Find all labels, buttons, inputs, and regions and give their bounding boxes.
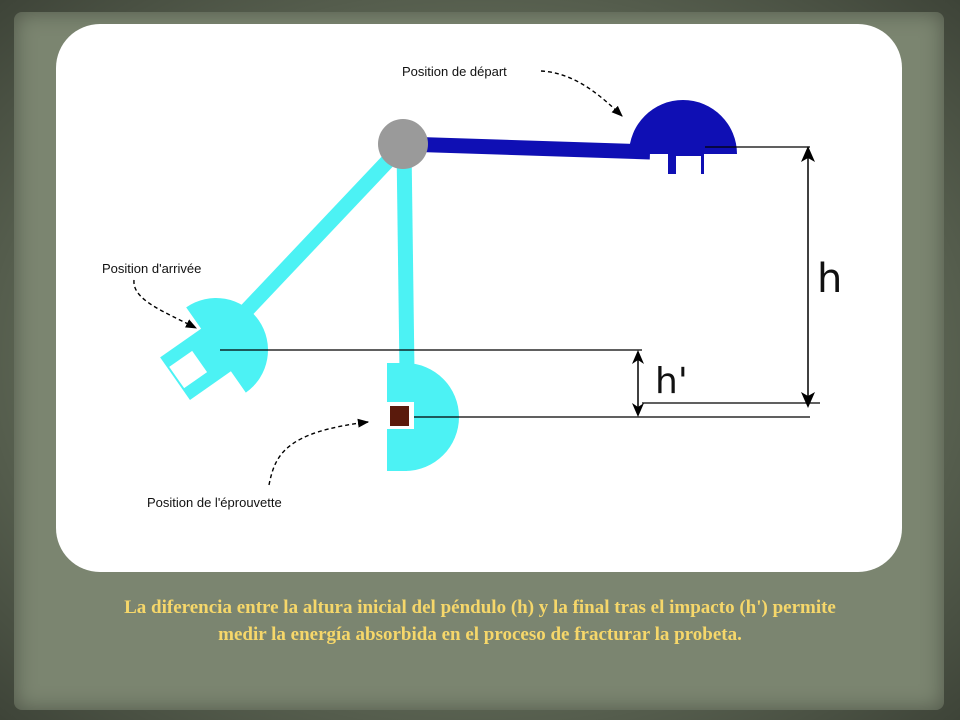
leader-arrival <box>133 279 197 329</box>
specimen-block <box>390 406 409 426</box>
arm-start <box>403 136 651 160</box>
label-specimen-position: Position de l'éprouvette <box>147 495 282 510</box>
hammer-start <box>629 100 737 176</box>
label-arrival-position: Position d'arrivée <box>102 261 201 276</box>
caption-text: La diferencia entre la altura inicial de… <box>124 597 836 645</box>
diagram-panel <box>56 24 902 572</box>
arm-arrival <box>222 140 408 336</box>
hammer-arrival <box>160 298 268 400</box>
label-h: h <box>817 256 842 302</box>
label-start-position: Position de départ <box>402 64 507 79</box>
pivot-point <box>378 119 428 169</box>
leader-start <box>540 70 623 117</box>
label-h-prime: h' <box>655 361 688 402</box>
h-dimension-arrow <box>801 146 815 408</box>
leader-specimen <box>268 418 370 486</box>
h-prime-dimension-arrow <box>632 350 644 417</box>
arm-specimen <box>396 145 415 373</box>
